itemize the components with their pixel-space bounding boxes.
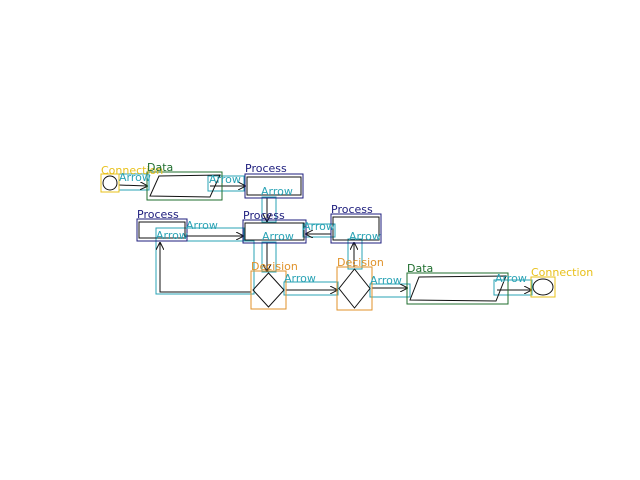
data-frame (406, 272, 509, 305)
arrow-line (118, 185, 147, 186)
decision-node (250, 270, 287, 310)
data-node (406, 272, 509, 305)
process-frame (244, 173, 304, 199)
node-label: Connection (531, 266, 593, 279)
arrow-edge (155, 240, 255, 295)
decision-node (336, 266, 373, 311)
data-shape (149, 174, 221, 198)
data-node (146, 171, 223, 201)
process-frame (330, 213, 382, 244)
arrow-frame (261, 196, 277, 223)
connection-frame (530, 276, 556, 298)
nodes-layer (100, 171, 556, 311)
arrow-label: Arrow (262, 230, 294, 243)
connection-frame (100, 173, 120, 193)
process-node (244, 173, 304, 199)
arrow-frame (155, 240, 255, 295)
node-label: Process (243, 209, 285, 222)
connection-node (100, 173, 120, 193)
arrow-edge (493, 279, 533, 296)
arrow-frame (261, 241, 277, 273)
decision-frame (250, 270, 287, 310)
node-label: Process (331, 203, 373, 216)
decision-shape (338, 268, 371, 309)
process-shape (246, 176, 302, 196)
arrow-frame (369, 283, 411, 298)
connection-shape (102, 175, 118, 191)
process-node (242, 219, 307, 244)
arrow-edge (283, 281, 339, 296)
process-frame (136, 218, 188, 242)
decision-frame (336, 266, 373, 311)
edges-layer (118, 173, 533, 298)
node-label: Connection (101, 164, 163, 177)
arrow-label: Arrow (186, 219, 218, 232)
arrow-edge (261, 196, 277, 223)
arrow-edge (369, 283, 411, 298)
arrow-label: Arrow (370, 274, 402, 287)
arrow-edge (207, 175, 245, 192)
process-shape (332, 216, 380, 241)
decision-shape (252, 272, 285, 308)
arrow-label: Arrow (303, 220, 335, 233)
process-node (136, 218, 188, 242)
arrow-label: Arrow (349, 230, 381, 243)
arrow-edge (302, 223, 336, 238)
node-label: Decision (251, 260, 298, 273)
arrow-label: Arrow (495, 272, 527, 285)
connection-node (530, 276, 556, 298)
node-label: Process (245, 162, 287, 175)
arrow-edge (261, 241, 277, 273)
arrow-label: Arrow (261, 185, 293, 198)
node-label: Decision (337, 256, 384, 269)
arrow-label: Arrow (156, 229, 188, 242)
connection-shape (532, 278, 554, 296)
arrow-label: Arrow (119, 171, 151, 184)
arrow-frame (302, 223, 336, 238)
process-shape (244, 222, 305, 241)
arrow-frame (493, 279, 533, 296)
process-frame (242, 219, 307, 244)
node-label: Process (137, 208, 179, 221)
data-shape (409, 275, 507, 302)
arrow-label: Arrow (209, 173, 241, 186)
arrow-label: Arrow (284, 272, 316, 285)
node-label: Data (407, 262, 433, 275)
arrow-line (160, 243, 251, 293)
arrow-frame (283, 281, 339, 296)
node-label: Data (147, 161, 173, 174)
data-frame (146, 171, 223, 201)
process-node (330, 213, 382, 244)
process-shape (138, 221, 186, 239)
